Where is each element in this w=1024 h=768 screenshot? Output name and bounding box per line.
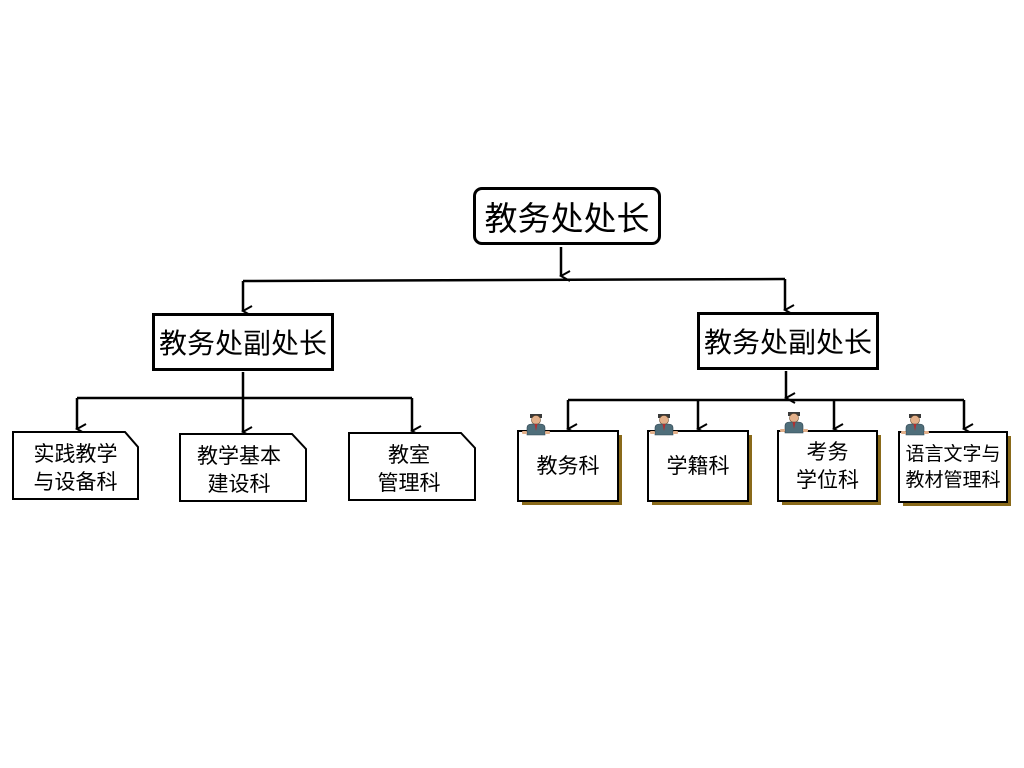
unit-teaching-construction: 教学基本 建设科: [180, 439, 298, 501]
unit-box-right-1: [517, 430, 622, 505]
connector-left-deputy: [77, 372, 412, 432]
unit-box-left-2: [179, 433, 307, 502]
connector-root: [243, 247, 785, 311]
unit-label-line2: 管理科: [377, 471, 441, 495]
unit-label-line1: 实践教学: [33, 442, 118, 466]
root-node-director: 教务处处长: [473, 187, 661, 245]
unit-label-line1: 考务: [806, 440, 849, 464]
unit-label-line1: 学籍科: [666, 454, 730, 478]
connector-right-deputy: [568, 371, 964, 429]
unit-box-right-2: [647, 430, 752, 505]
unit-practice-equipment: 实践教学 与设备科: [13, 437, 138, 499]
unit-label-line1: 语言文字与: [905, 443, 1001, 465]
deputy-node-right: 教务处副处长: [697, 312, 879, 370]
unit-student-records: 学籍科: [648, 431, 748, 501]
unit-exam-degree: 考务 学位科: [778, 431, 877, 501]
unit-label-line1: 教室: [388, 443, 430, 467]
unit-box-left-1: [12, 431, 139, 500]
deputy-label: 教务处副处长: [158, 327, 327, 360]
unit-label-line2: 教材管理科: [905, 469, 1001, 491]
unit-label-line1: 教务科: [536, 454, 600, 478]
deputy-node-left: 教务处副处长: [152, 313, 334, 371]
person-figure-icon: [779, 411, 809, 434]
unit-academic-affairs: 教务科: [518, 431, 618, 501]
unit-label-line2: 建设科: [207, 472, 271, 496]
unit-box-right-4: [898, 431, 1011, 506]
unit-language-textbook: 语言文字与 教材管理科: [899, 432, 1007, 502]
unit-box-right-3: [777, 430, 881, 505]
unit-label-line2: 与设备科: [33, 470, 118, 494]
unit-classroom-management: 教室 管理科: [349, 438, 469, 500]
unit-box-left-3: [348, 432, 476, 501]
unit-label-line2: 学位科: [796, 468, 859, 492]
root-label: 教务处处长: [484, 199, 650, 238]
deputy-label: 教务处副处长: [703, 326, 872, 359]
unit-label-line1: 教学基本: [197, 444, 281, 468]
